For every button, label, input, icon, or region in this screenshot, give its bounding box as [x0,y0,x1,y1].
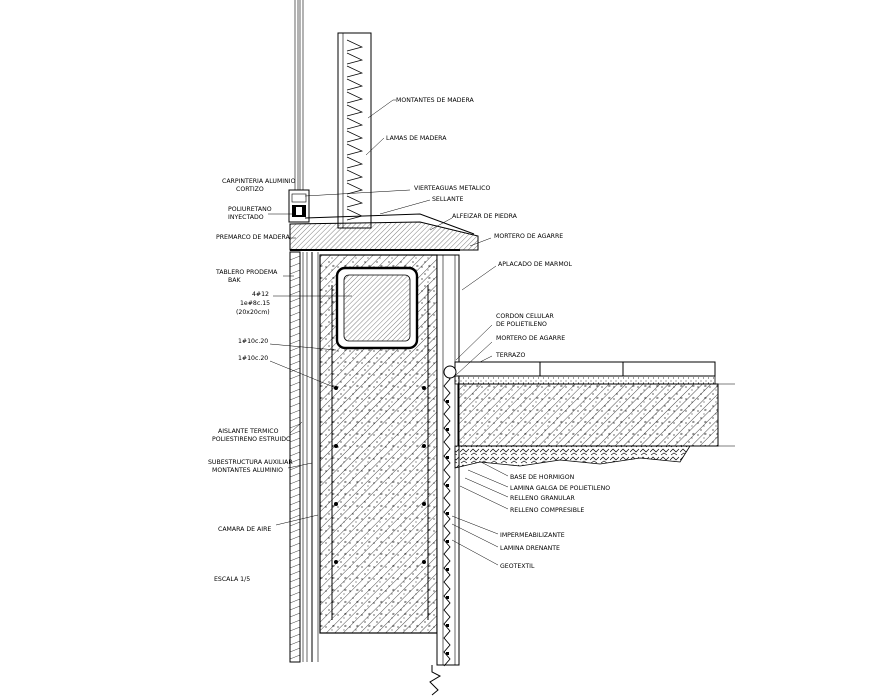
label-aislante-2: POLIESTIRENO ESTRUIDO [212,436,291,443]
footing-break [429,665,442,696]
label-carpinteria: CARPINTERIA ALUMINIO [222,178,296,185]
label-relleno-compresible: RELLENO COMPRESIBLE [510,507,584,514]
label-lamina-drenante: LAMINA DRENANTE [500,545,560,552]
label-premarco: PREMARCO DE MADERA [216,234,291,241]
stone-sill [289,213,479,251]
label-rebar-main: 4#12 [252,291,269,298]
label-vierteaguas: VIERTEAGUAS METALICO [414,185,490,192]
label-alfeizar: ALFEIZAR DE PIEDRA [452,213,518,220]
label-lamina-galga: LAMINA GALGA DE POLIETILENO [510,485,610,492]
label-rebar-stirrup: 1e#8c.15 [240,300,270,307]
label-tablero: TABLERO PRODEMA [215,269,278,276]
label-geotextil: GEOTEXTIL [500,563,535,570]
label-base-hormigon: BASE DE HORMIGON [510,474,575,481]
concrete-wall [319,254,438,634]
label-sellante: SELLANTE [432,196,464,203]
label-rebar-size: (20x20cm) [236,309,270,316]
label-impermeabilizante: IMPERMEABILIZANTE [500,532,565,539]
label-camara: CAMARA DE AIRE [218,526,271,533]
label-tablero-2: BAK [228,277,241,284]
label-cordon: CORDON CELULAR [496,313,554,320]
label-mortero-agarre-mid: MORTERO DE AGARRE [496,335,565,342]
label-montantes-madera: MONTANTES DE MADERA [396,97,475,104]
floor-slab [443,361,735,469]
label-carpinteria-2: CORTIZO [236,186,264,193]
label-lamas-madera: LAMAS DE MADERA [386,135,447,142]
label-subestructura-2: MONTANTES ALUMINIO [212,467,283,474]
label-bar-a: 1#10c.20 [238,338,268,345]
timber-louvres [337,32,372,229]
window-glass [294,0,304,190]
facade-layers [289,251,319,663]
aluminium-frame [288,189,310,223]
leader-lines [268,99,509,566]
label-aislante: AISLANTE TERMICO [218,428,279,435]
label-poliuretano: POLIURETANO [228,206,272,213]
label-aplacado: APLACADO DE MARMOL [498,261,573,268]
label-cordon-2: DE POLIETILENO [496,321,547,328]
label-subestructura: SUBESTRUCTURA AUXILIAR [208,459,293,466]
label-relleno-granular: RELLENO GRANULAR [510,495,576,502]
label-terrazo: TERRAZO [495,352,526,359]
label-poliuretano-2: INYECTADO [228,214,264,221]
label-mortero-agarre-top: MORTERO DE AGARRE [494,233,563,240]
label-escala: ESCALA 1/5 [214,576,250,583]
annotation-labels: MONTANTES DE MADERA LAMAS DE MADERA CARP… [208,97,610,583]
label-bar-b: 1#10c.20 [238,355,268,362]
